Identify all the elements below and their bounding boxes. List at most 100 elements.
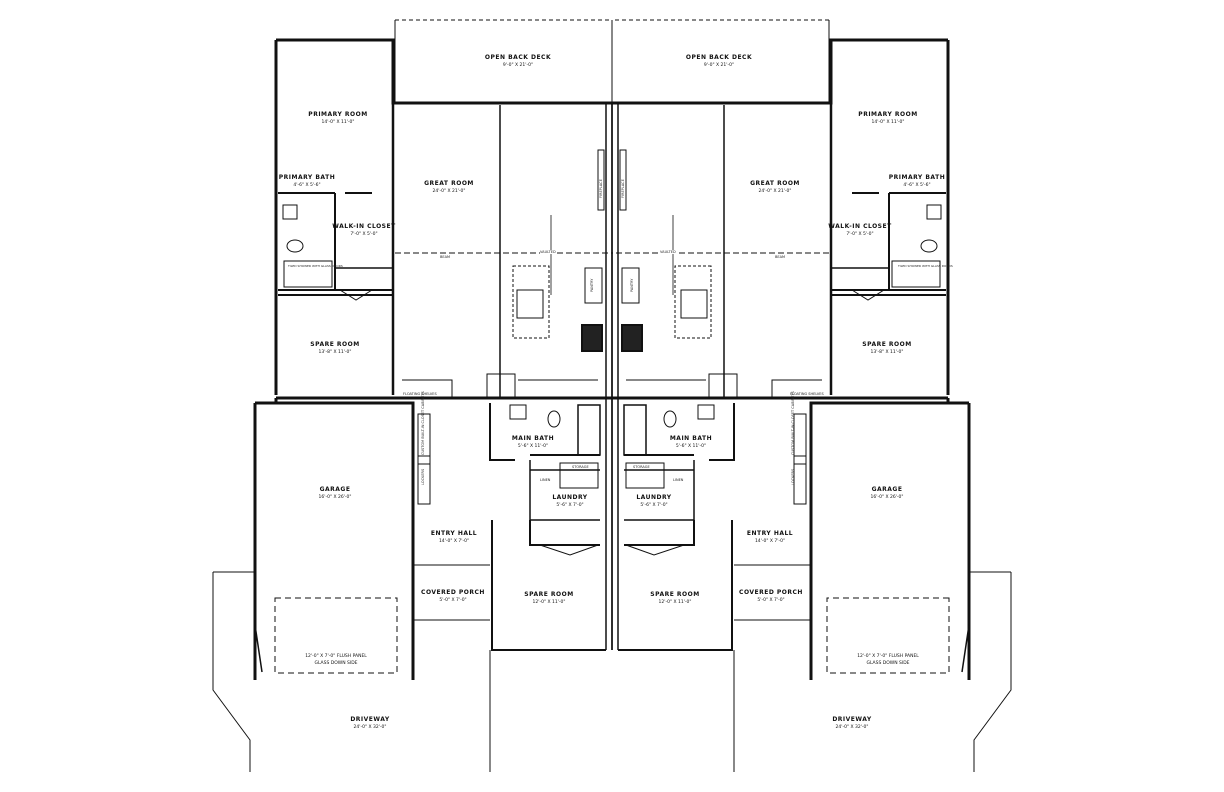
room-name: DRIVEWAY: [832, 716, 872, 723]
room-label-primary-room-right: PRIMARY ROOM 14'-0" X 11'-0": [858, 111, 917, 125]
room-name: GARAGE: [871, 486, 903, 493]
room-dim: 12'-0" X 11'-0": [658, 600, 692, 605]
vaulted-note-left: VAULTED: [540, 250, 556, 254]
room-dim: 9'-0" X 21'-0": [502, 63, 534, 68]
garage-door-line2: GLASS DOWN SIDE: [314, 661, 358, 666]
pantry-note-right: PANTRY: [630, 278, 634, 292]
room-label-great-room-right: GREAT ROOM 24'-0" X 21'-0": [750, 180, 800, 194]
room-name: COVERED PORCH: [739, 589, 803, 596]
room-name: LAUNDRY: [636, 494, 672, 501]
garage-door-label-left: 12'-0" X 7'-0" FLUSH PANEL GLASS DOWN SID…: [305, 652, 367, 666]
room-label-driveway-right: DRIVEWAY 24'-0" X 32'-0": [832, 716, 871, 730]
room-name: PRIMARY ROOM: [308, 111, 368, 118]
room-dim: 24'-0" X 32'-0": [353, 725, 387, 730]
beam-note-right: BEAM: [775, 255, 786, 259]
room-dim: 4'-6" X 5'-6": [293, 183, 321, 188]
room-dim: 12'-0" X 11'-0": [532, 600, 566, 605]
room-label-main-bath-left: MAIN BATH 5'-6" X 11'-0": [512, 435, 554, 449]
lockers-note-left: LOCKERS: [421, 468, 425, 485]
room-dim: 5'-0" X 7'-0": [757, 598, 785, 603]
storage-note-right: STORAGE: [633, 465, 650, 469]
garage-door-line2: GLASS DOWN SIDE: [866, 661, 910, 666]
room-dim: 16'-0" X 26'-0": [870, 495, 904, 500]
room-name: SPARE ROOM: [524, 591, 574, 598]
room-label-primary-room-left: PRIMARY ROOM 14'-0" X 11'-0": [308, 111, 367, 125]
room-name: WALK-IN CLOSET: [332, 223, 396, 230]
room-label-walk-in-closet-left: WALK-IN CLOSET 7'-0" X 5'-0": [332, 223, 395, 237]
room-label-covered-porch-right: COVERED PORCH 5'-0" X 7'-0": [739, 589, 803, 603]
room-label-spare-room-2-right: SPARE ROOM 12'-0" X 11'-0": [650, 591, 699, 605]
room-dim: 5'-0" X 7'-0": [439, 598, 467, 603]
room-dim: 14'-0" X 7'-0": [754, 539, 786, 544]
room-dim: 5'-6" X 11'-0": [517, 444, 549, 449]
room-dim: 24'-0" X 32'-0": [835, 725, 869, 730]
room-dim: 16'-0" X 26'-0": [318, 495, 352, 500]
right-unit-walls: [610, 18, 1013, 774]
room-label-laundry-left: LAUNDRY 5'-6" X 7'-0": [552, 494, 587, 508]
room-name: COVERED PORCH: [421, 589, 485, 596]
room-name: MAIN BATH: [511, 435, 555, 442]
vaulted-note-right: VAULTED: [660, 250, 676, 254]
room-name: OPEN BACK DECK: [484, 54, 552, 61]
room-label-deck-right: OPEN BACK DECK 9'-0" X 21'-0": [686, 54, 752, 68]
room-name: SPARE ROOM: [862, 341, 912, 348]
room-dim: 5'-6" X 7'-0": [556, 503, 584, 508]
room-name: LAUNDRY: [552, 494, 588, 501]
floating-shelves-note-right: FLOATING SHELVES: [790, 392, 824, 396]
closet-cabinets-note-left: CUSTOM BUILT-IN CLOSET CABINETS: [421, 391, 425, 455]
room-dim: 14'-0" X 11'-0": [321, 120, 355, 125]
room-dim: 7'-0" X 5'-0": [350, 232, 378, 237]
room-label-spare-room-left: SPARE ROOM 13'-8" X 11'-0": [310, 341, 359, 355]
room-dim: 5'-6" X 7'-0": [640, 503, 668, 508]
tiled-shower-note-left: TILED SHOWER WITH GLASS DOORS: [288, 264, 343, 268]
room-name: DRIVEWAY: [350, 716, 390, 723]
room-dim: 9'-0" X 21'-0": [703, 63, 735, 68]
room-dim: 5'-6" X 11'-0": [675, 444, 707, 449]
room-label-entry-hall-right: ENTRY HALL 14'-0" X 7'-0": [747, 530, 793, 544]
tiled-shower-note-right: TILED SHOWER WITH GLASS DOORS: [898, 264, 953, 268]
garage-door-line1: 12'-0" X 7'-0" FLUSH PANEL: [857, 654, 919, 659]
room-label-deck-left: OPEN BACK DECK 9'-0" X 21'-0": [485, 54, 551, 68]
room-name: SPARE ROOM: [310, 341, 360, 348]
room-name: GREAT ROOM: [750, 180, 800, 187]
room-dim: 7'-0" X 5'-0": [846, 232, 874, 237]
linen-note-right: LINEN: [673, 478, 684, 482]
closet-cabinets-note-right: CUSTOM BUILT-IN CLOSET CABINETS: [791, 391, 795, 455]
fireplace-note-right: FIREPLACE: [621, 179, 625, 198]
room-label-primary-bath-right: PRIMARY BATH 4'-6" X 5'-6": [889, 174, 945, 188]
room-name: GREAT ROOM: [424, 180, 474, 187]
room-name: PRIMARY ROOM: [858, 111, 918, 118]
pantry-note-left: PANTRY: [590, 278, 594, 292]
room-name: WALK-IN CLOSET: [828, 223, 892, 230]
room-name: ENTRY HALL: [430, 530, 478, 537]
room-label-walk-in-closet-right: WALK-IN CLOSET 7'-0" X 5'-0": [828, 223, 891, 237]
room-label-covered-porch-left: COVERED PORCH 5'-0" X 7'-0": [421, 589, 485, 603]
room-label-spare-room-2-left: SPARE ROOM 12'-0" X 11'-0": [524, 591, 573, 605]
garage-door-line1: 12'-0" X 7'-0" FLUSH PANEL: [305, 654, 367, 659]
room-dim: 4'-6" X 5'-6": [903, 183, 931, 188]
floating-shelves-note-left: FLOATING SHELVES: [403, 392, 437, 396]
linen-note-left: LINEN: [540, 478, 551, 482]
lockers-note-right: LOCKERS: [791, 468, 795, 485]
room-name: PRIMARY BATH: [888, 174, 946, 181]
room-name: SPARE ROOM: [650, 591, 700, 598]
room-dim: 13'-8" X 11'-0": [318, 350, 352, 355]
storage-note-left: STORAGE: [572, 465, 589, 469]
room-name: MAIN BATH: [669, 435, 713, 442]
room-dim: 14'-0" X 11'-0": [871, 120, 905, 125]
room-dim: 24'-0" X 21'-0": [758, 189, 792, 194]
room-label-main-bath-right: MAIN BATH 5'-6" X 11'-0": [670, 435, 712, 449]
room-label-driveway-left: DRIVEWAY 24'-0" X 32'-0": [350, 716, 389, 730]
room-name: ENTRY HALL: [746, 530, 794, 537]
room-label-garage-right: GARAGE 16'-0" X 26'-0": [871, 486, 904, 500]
room-name: OPEN BACK DECK: [685, 54, 753, 61]
room-label-laundry-right: LAUNDRY 5'-6" X 7'-0": [636, 494, 671, 508]
left-unit-walls: [211, 18, 614, 774]
beam-note-left: BEAM: [440, 255, 451, 259]
